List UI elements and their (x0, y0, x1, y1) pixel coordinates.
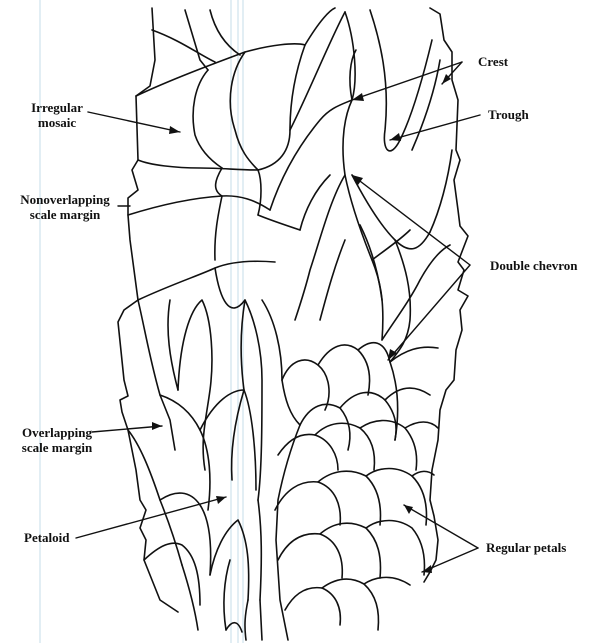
overlapping-label-line1: Overlapping (16, 425, 98, 440)
irregular-mosaic-arrowhead (169, 126, 180, 134)
trough-pointer (390, 115, 480, 140)
regular-petals-pointer-1 (404, 505, 478, 548)
crest-label: Crest (478, 54, 508, 69)
overlapping-label: Overlapping scale margin (16, 425, 98, 455)
trough-arrowhead (390, 133, 401, 141)
petaloid-region (128, 268, 282, 640)
trough-label: Trough (488, 107, 529, 122)
overlapping-arrowhead (152, 422, 162, 430)
petaloid-pointer (76, 497, 226, 538)
right-shaft-margin (424, 8, 468, 582)
petaloid-label: Petaloid (24, 530, 70, 545)
irregular-mosaic-label: Irregular mosaic (26, 100, 88, 130)
regular-petals-arrowhead-2 (422, 565, 432, 573)
double-chevron-label: Double chevron (490, 258, 578, 273)
nonoverlapping-label: Nonoverlapping scale margin (12, 192, 118, 222)
regular-petals-region (275, 343, 438, 640)
nonoverlapping-label-line1: Nonoverlapping (12, 192, 118, 207)
chevron-arrowhead-1 (352, 175, 363, 185)
petaloid-arrowhead (216, 496, 226, 504)
irregular-mosaic-label-line2: mosaic (26, 115, 88, 130)
regular-petals-label: Regular petals (486, 540, 566, 555)
nonoverlapping-label-line2: scale margin (12, 207, 118, 222)
page-fold-lines (40, 0, 243, 643)
chevron-region (270, 8, 452, 362)
overlapping-label-line2: scale margin (16, 440, 98, 455)
arrowheads (152, 74, 451, 573)
irregular-mosaic-label-line1: Irregular (26, 100, 88, 115)
irregular-mosaic-pointer (88, 112, 180, 132)
chevron-pointer-1 (352, 175, 470, 265)
